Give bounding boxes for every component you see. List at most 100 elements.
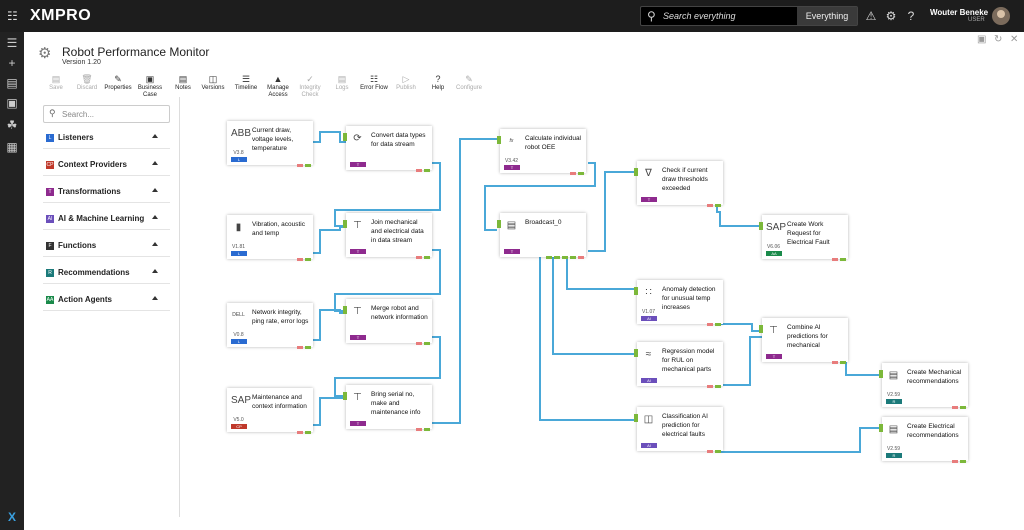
toolbar-manage-access-button[interactable]: ▲Manage Access <box>261 73 295 99</box>
input-port[interactable] <box>497 136 501 144</box>
add-icon[interactable]: + <box>8 56 16 70</box>
output-port[interactable] <box>578 172 584 175</box>
input-port[interactable] <box>634 168 638 176</box>
avatar[interactable] <box>992 7 1010 25</box>
output-port[interactable] <box>715 385 721 388</box>
output-port[interactable] <box>424 256 430 259</box>
refresh-icon[interactable]: ↻ <box>994 34 1003 45</box>
output-port[interactable] <box>546 256 552 259</box>
error-output-port[interactable] <box>832 361 838 364</box>
error-output-port[interactable] <box>952 406 958 409</box>
output-port[interactable] <box>305 258 311 261</box>
chevron-up-icon[interactable] <box>152 296 158 300</box>
output-port[interactable] <box>960 460 966 463</box>
input-port[interactable] <box>634 287 638 295</box>
toolbar-publish-button[interactable]: ▷Publish <box>389 73 423 92</box>
input-port[interactable] <box>343 220 347 228</box>
output-port[interactable] <box>424 428 430 431</box>
toolbar-error-flow-button[interactable]: ☷Error Flow <box>357 73 391 92</box>
flow-node[interactable]: ∷Anomaly detection for unusual temp incr… <box>634 280 723 326</box>
global-search[interactable]: ⚲ Search everything Everything <box>640 6 858 26</box>
output-port[interactable] <box>305 164 311 167</box>
error-output-port[interactable] <box>297 346 303 349</box>
toolbar-discard-button[interactable]: 🗑Discard <box>70 73 104 92</box>
toolbar-versions-button[interactable]: ◫Versions <box>196 73 230 92</box>
input-port[interactable] <box>759 325 763 333</box>
output-port[interactable] <box>305 346 311 349</box>
chevron-up-icon[interactable] <box>152 242 158 246</box>
error-output-port[interactable] <box>952 460 958 463</box>
xmpro-logo-icon[interactable]: X <box>7 510 16 524</box>
error-output-port[interactable] <box>707 450 713 453</box>
search-input[interactable]: Search everything <box>663 11 736 21</box>
error-output-port[interactable] <box>707 323 713 326</box>
output-port[interactable] <box>424 169 430 172</box>
error-output-port[interactable] <box>297 258 303 261</box>
toolbar-configure-button[interactable]: ✎Configure <box>452 73 486 92</box>
toolbar-business-case-button[interactable]: ▣Business Case <box>133 73 167 99</box>
toolbar-notes-button[interactable]: ▤Notes <box>166 73 200 92</box>
search-scope-dropdown[interactable]: Everything <box>797 7 857 25</box>
output-port[interactable] <box>840 361 846 364</box>
toolbar-logs-button[interactable]: ▤Logs <box>325 73 359 92</box>
output-port[interactable] <box>554 256 560 259</box>
chevron-up-icon[interactable] <box>152 188 158 192</box>
flow-node[interactable]: ∇Check if current draw thresholds exceed… <box>634 161 723 207</box>
chevron-up-icon[interactable] <box>152 134 158 138</box>
error-output-port[interactable] <box>707 385 713 388</box>
error-output-port[interactable] <box>297 431 303 434</box>
input-port[interactable] <box>879 370 883 378</box>
flow-node[interactable]: ≈Regression model for RUL on mechanical … <box>634 342 723 388</box>
toolbox-search-input[interactable]: Search... <box>62 110 95 119</box>
flow-node[interactable]: ⊤Bring serial no, make and maintenance i… <box>343 385 432 431</box>
close-icon[interactable]: ✕ <box>1010 34 1019 45</box>
toolbar-integrity-check-button[interactable]: ✓Integrity Check <box>293 73 327 99</box>
flow-icon[interactable]: ☘ <box>6 118 18 132</box>
output-port[interactable] <box>424 342 430 345</box>
input-port[interactable] <box>634 349 638 357</box>
app-logo[interactable]: XMPRO <box>30 7 92 24</box>
chevron-up-icon[interactable] <box>152 215 158 219</box>
gear-icon[interactable]: ⚙ <box>885 9 897 23</box>
error-output-port[interactable] <box>416 428 422 431</box>
menu-icon[interactable]: ☰ <box>6 36 18 50</box>
chevron-up-icon[interactable] <box>152 269 158 273</box>
toolbar-help-button[interactable]: ?Help <box>421 73 455 92</box>
output-port[interactable] <box>715 450 721 453</box>
output-port[interactable] <box>960 406 966 409</box>
toolbar-properties-button[interactable]: ✎Properties <box>101 73 135 92</box>
input-port[interactable] <box>759 222 763 230</box>
toolbox-search[interactable]: ⚲ Search... <box>43 105 170 123</box>
input-port[interactable] <box>343 392 347 400</box>
error-output-port[interactable] <box>416 169 422 172</box>
error-output-port[interactable] <box>416 342 422 345</box>
folder-icon[interactable]: ▤ <box>6 76 18 90</box>
output-port[interactable] <box>840 258 846 261</box>
input-port[interactable] <box>879 424 883 432</box>
input-port[interactable] <box>343 306 347 314</box>
toolbar-save-button[interactable]: ▤Save <box>39 73 73 92</box>
input-port[interactable] <box>497 220 501 228</box>
input-port[interactable] <box>634 414 638 422</box>
error-output-port[interactable] <box>578 256 584 259</box>
output-port[interactable] <box>715 204 721 207</box>
flow-node[interactable]: ⊤Join mechanical and electrical data in … <box>343 213 432 259</box>
